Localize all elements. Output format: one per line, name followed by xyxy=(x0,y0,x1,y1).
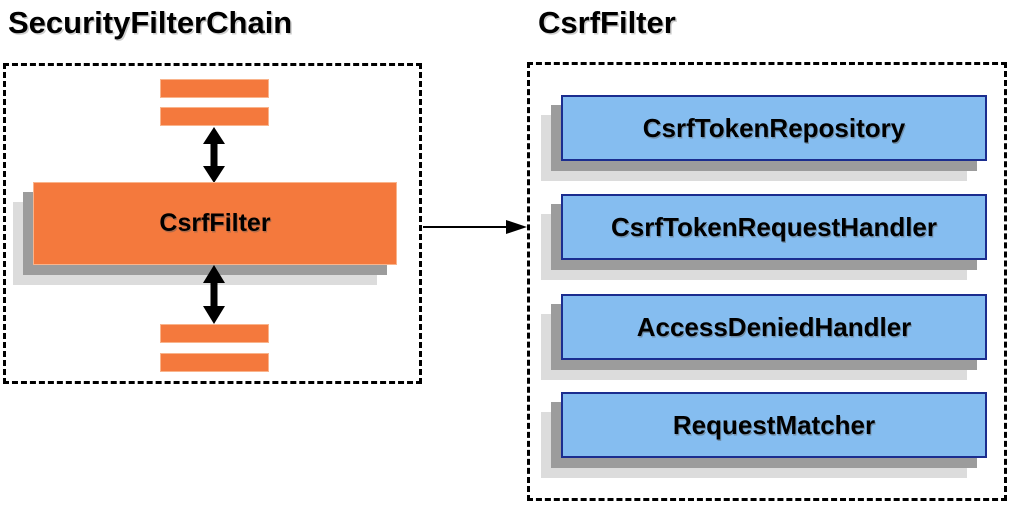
access-denied-handler-box: AccessDeniedHandler xyxy=(561,294,987,360)
filter-placeholder-bar xyxy=(160,107,269,126)
security-filter-chain-title: SecurityFilterChain xyxy=(8,5,293,40)
component-label: AccessDeniedHandler xyxy=(636,311,912,342)
flow-arrow-icon xyxy=(423,220,527,234)
csrf-filter-title: CsrfFilter xyxy=(538,5,676,40)
request-matcher-box: RequestMatcher xyxy=(561,392,987,458)
csrf-token-request-handler-box: CsrfTokenRequestHandler xyxy=(561,194,987,260)
component-label: RequestMatcher xyxy=(672,409,876,440)
bidirectional-arrow-icon xyxy=(203,127,225,183)
security-filter-chain-container xyxy=(3,63,422,384)
csrf-token-repository-box: CsrfTokenRepository xyxy=(561,95,987,161)
filter-placeholder-bar xyxy=(160,353,269,372)
filter-placeholder-bar xyxy=(160,324,269,343)
bidirectional-arrow-icon xyxy=(203,265,225,324)
component-label: CsrfTokenRequestHandler xyxy=(610,211,938,242)
csrf-filter-container xyxy=(527,62,1007,501)
csrf-filter-box: CsrfFilter xyxy=(33,182,397,265)
component-label: CsrfTokenRepository xyxy=(642,112,906,143)
csrf-filter-box-label: CsrfFilter xyxy=(159,209,271,237)
filter-placeholder-bar xyxy=(160,79,269,98)
